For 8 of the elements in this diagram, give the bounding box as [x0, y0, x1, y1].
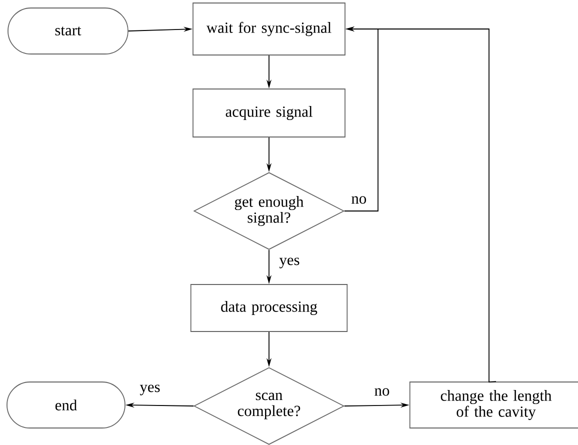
process-box: change the length of the cavity: [409, 382, 578, 428]
process-box: acquire signal: [192, 88, 346, 138]
edge-label: no: [373, 387, 391, 397]
edge-label: no: [350, 195, 368, 205]
process-box: wait for sync-signal: [192, 2, 346, 56]
process-box: data processing: [190, 284, 348, 332]
edge-label: yes: [138, 384, 162, 396]
edge-label: yes: [278, 256, 301, 270]
